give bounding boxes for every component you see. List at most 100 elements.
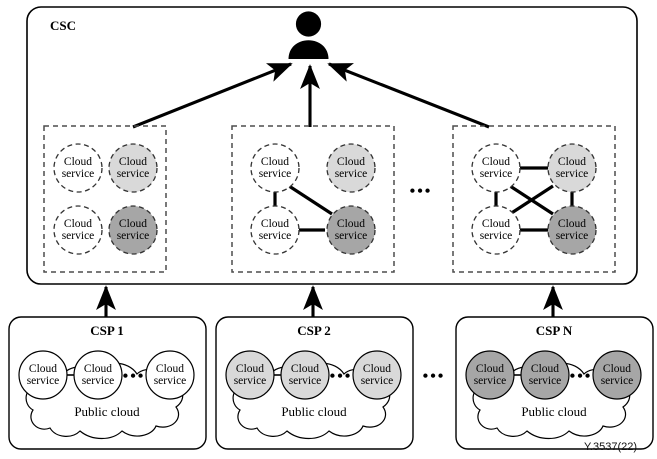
service-label-line1: Cloud [63,218,93,230]
service-node-light[interactable] [108,143,158,193]
service-label-line1: Cloud [83,363,113,375]
csp-n-inner-ellipsis: ••• [569,368,593,385]
service-label-line2: service [334,230,368,242]
service-label-line1: Cloud [557,218,587,230]
csc-boundary-box [26,6,638,285]
service-node-dark[interactable] [547,205,597,255]
service-node-dark[interactable] [592,350,642,400]
service-label-line2: service [258,230,292,242]
service-label: Cloud service [361,363,394,387]
service-label-line1: Cloud [235,363,265,375]
service-label-line2: service [26,375,60,387]
service-label-line1: Cloud [290,363,320,375]
service-label: Cloud service [117,218,150,242]
service-label: Cloud service [234,363,267,387]
service-node-light[interactable] [326,143,376,193]
service-label: Cloud service [529,363,562,387]
providers-ellipsis: ••• [422,368,446,385]
public-cloud-label: Public cloud [521,404,587,419]
service-label-line2: service [600,375,634,387]
service-label-line2: service [360,375,394,387]
service-label-line2: service [153,375,187,387]
service-label-line1: Cloud [336,156,366,168]
service-node-dark[interactable] [108,205,158,255]
service-label: Cloud service [154,363,187,387]
csp-1-box [8,316,207,450]
service-node-white[interactable] [145,350,195,400]
service-label: Cloud service [556,218,589,242]
service-node-dark[interactable] [465,350,515,400]
service-label-line2: service [258,168,292,180]
csc-group-2-links [273,184,333,232]
service-label-line1: Cloud [28,363,58,375]
service-node-white[interactable] [250,205,300,255]
csp-2-services [225,350,402,400]
public-cloud-label: Public cloud [281,404,347,419]
service-label: Cloud service [82,363,115,387]
service-label-line2: service [334,168,368,180]
service-node-light[interactable] [280,350,330,400]
service-label: Cloud service [259,156,292,180]
service-label-line1: Cloud [481,218,511,230]
service-label: Cloud service [480,156,513,180]
csc-label: CSC [50,18,77,33]
service-label-line1: Cloud [362,363,392,375]
link-diagonal-bl-tr [509,184,554,216]
service-label-line1: Cloud [118,156,148,168]
public-cloud-label: Public cloud [74,404,140,419]
service-label-line2: service [116,230,150,242]
service-node-dark[interactable] [520,350,570,400]
csp-n-box [455,316,654,450]
person-icon [288,11,329,59]
service-node-white[interactable] [18,350,68,400]
service-label-line2: service [61,168,95,180]
service-node-white[interactable] [250,143,300,193]
service-label-line1: Cloud [118,218,148,230]
csc-group-1-box [43,125,167,273]
service-label-line1: Cloud [336,218,366,230]
csp-1-inner-ellipsis: ••• [122,368,146,385]
csc-group-2-box [231,125,395,273]
service-node-dark[interactable] [326,205,376,255]
service-node-light[interactable] [225,350,275,400]
csc-group-2-services [250,143,376,255]
figure-id-caption: Y.3537(22) [584,441,638,453]
service-node-white[interactable] [471,205,521,255]
link-diagonal-tl-br [288,184,333,216]
service-label-line2: service [288,375,322,387]
service-label-line1: Cloud [530,363,560,375]
service-label-line1: Cloud [557,156,587,168]
service-label: Cloud service [474,363,507,387]
service-node-white[interactable] [471,143,521,193]
service-label: Cloud service [480,218,513,242]
csc-group-n-services [471,143,597,255]
service-node-light[interactable] [547,143,597,193]
service-node-white[interactable] [53,143,103,193]
groups-ellipsis: ••• [409,183,433,200]
service-node-light[interactable] [352,350,402,400]
service-label: Cloud service [62,156,95,180]
service-label-line1: Cloud [155,363,185,375]
arrow-group-n-to-csc [327,62,490,129]
arrow-group-1-to-csc [132,62,293,129]
csp-2-inner-ellipsis: ••• [329,368,353,385]
service-label-line2: service [81,375,115,387]
service-label: Cloud service [259,218,292,242]
service-label: Cloud service [62,218,95,242]
service-label: Cloud service [27,363,60,387]
service-node-white[interactable] [53,205,103,255]
csc-group-1-services [53,143,158,255]
service-label: Cloud service [556,156,589,180]
service-label: Cloud service [601,363,634,387]
service-label-line2: service [555,230,589,242]
csp-2-box [215,316,414,450]
csc-group-n-links [494,166,574,232]
service-label: Cloud service [117,156,150,180]
service-label-line1: Cloud [475,363,505,375]
service-label-line2: service [473,375,507,387]
service-label-line2: service [555,168,589,180]
service-label-line1: Cloud [63,156,93,168]
service-node-white[interactable] [73,350,123,400]
service-label-line1: Cloud [260,218,290,230]
